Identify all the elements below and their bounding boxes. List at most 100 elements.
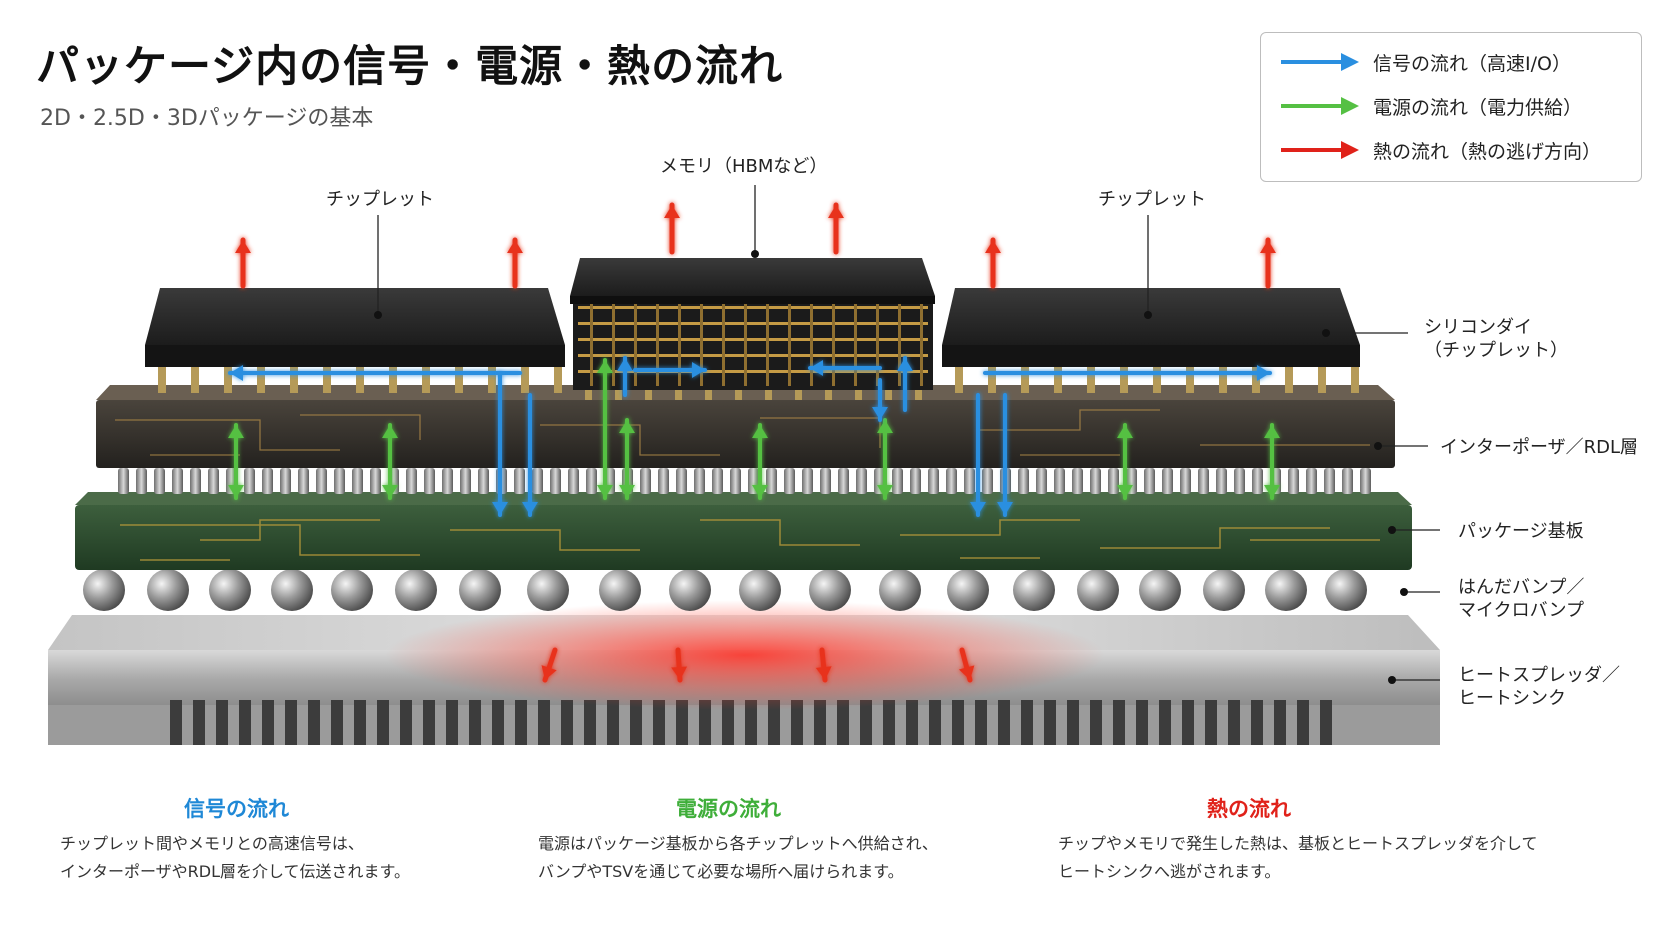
power-arrow-head (877, 485, 893, 498)
solder-ball (83, 569, 125, 611)
heatsink-fin (584, 700, 596, 745)
micro-bump (676, 468, 687, 494)
heatsink-fin (1067, 700, 1079, 745)
micro-bump (370, 468, 381, 494)
solder-ball (809, 569, 851, 611)
micro-bump (1234, 468, 1245, 494)
power-arrow (1117, 423, 1133, 500)
signal-arrow (492, 371, 508, 517)
hbm-tsv (612, 304, 615, 386)
heatsink-fin (906, 700, 918, 745)
interposer-traces (115, 409, 1370, 456)
heat-arrow-up-head (1260, 240, 1276, 253)
legend-item-heat: 熱の流れ（熱の逃げ方向） (1279, 135, 1601, 165)
chip-pin (1318, 367, 1326, 393)
signal-arrow-head (897, 358, 913, 371)
solder-ball (331, 569, 373, 611)
label-silicon-die: シリコンダイ （チップレット） (1424, 316, 1568, 363)
heatsink-fin (1297, 700, 1309, 745)
power-arrow-head (619, 420, 635, 433)
chip-pin (1285, 367, 1293, 393)
heatsink-fin (193, 700, 205, 745)
heatsink-fin (860, 700, 872, 745)
label-line: シリコンダイ (1424, 317, 1532, 338)
heatsink-fin (331, 700, 343, 745)
micro-bump-pillars (118, 468, 1371, 494)
signal-arrow (617, 356, 633, 397)
micro-bump (460, 468, 471, 494)
micro-bump (262, 468, 273, 494)
heatsink-fin (883, 700, 895, 745)
chip-pin (1120, 367, 1128, 393)
signal-arrow-head (970, 502, 986, 515)
interposer (96, 385, 1395, 468)
heat-heading: 熱の流れ (1207, 797, 1291, 821)
label-substrate: パッケージ基板 (1458, 521, 1584, 542)
chip-pin (422, 367, 430, 393)
micro-bump (856, 468, 867, 494)
heatsink-fin (538, 700, 550, 745)
hbm-layers (578, 304, 928, 386)
heat-arrow-up-head (235, 240, 251, 253)
micro-bump (640, 468, 651, 494)
heat-arrow-down-head (541, 665, 557, 680)
heatsink-fin (354, 700, 366, 745)
micro-bump (838, 468, 849, 494)
micro-bump (1216, 468, 1227, 494)
solder-ball (1203, 569, 1245, 611)
signal-arrow (522, 393, 538, 517)
heat-arrow-up (985, 237, 1001, 289)
signal-arrow-head (997, 502, 1013, 515)
micro-bump (658, 468, 669, 494)
solder-ball (947, 569, 989, 611)
micro-bump (712, 468, 723, 494)
heatsink-fin (768, 700, 780, 745)
flow-arrows (228, 202, 1280, 683)
micro-bump (1288, 468, 1299, 494)
heatsink-fin (814, 700, 826, 745)
solder-balls (83, 569, 1367, 611)
signal-arrow-head (230, 365, 243, 381)
micro-bump (442, 468, 453, 494)
micro-bump (1144, 468, 1155, 494)
power-description: 電源はパッケージ基板から各チップレットへ供給され、 バンプやTSVを通じて必要な… (538, 830, 938, 886)
chip-pin (1219, 367, 1227, 393)
micro-bump (694, 468, 705, 494)
micro-bump (550, 468, 561, 494)
chip-pin (1153, 367, 1161, 393)
micro-bump (514, 468, 525, 494)
hbm-tsv (634, 304, 637, 386)
chip-pin (735, 390, 742, 400)
chip-pin (158, 367, 166, 393)
signal-arrow-head (810, 360, 823, 376)
micro-bump (136, 468, 147, 494)
chip-pin (1186, 367, 1194, 393)
solder-ball (879, 569, 921, 611)
substrate-traces (120, 519, 1380, 561)
signal-arrow-head (692, 362, 705, 378)
micro-bump (946, 468, 957, 494)
chip-pin (1252, 367, 1260, 393)
power-arrow-head (228, 425, 244, 438)
signal-description: チップレット間やメモリとの高速信号は、 インターポーザやRDL層を介して伝送され… (60, 830, 410, 886)
heatsink-fin (170, 700, 182, 745)
micro-bump (316, 468, 327, 494)
solder-ball (1013, 569, 1055, 611)
heatsink-fin (837, 700, 849, 745)
package-substrate (75, 492, 1412, 570)
legend: 信号の流れ（高速I/O） 電源の流れ（電力供給） 熱の流れ（熱の逃げ方向） (1260, 32, 1642, 182)
micro-bump (964, 468, 975, 494)
hbm-tsv (854, 304, 857, 386)
micro-bump (118, 468, 129, 494)
micro-bump (478, 468, 489, 494)
label-bump: はんだバンプ／ マイクロバンプ (1458, 576, 1584, 623)
power-arrow-head (382, 425, 398, 438)
label-interposer: インターポーザ／RDL層 (1440, 437, 1639, 458)
heatsink-fin (400, 700, 412, 745)
chip-pin (645, 390, 652, 400)
heatsink-fin (239, 700, 251, 745)
heat-arrow-up-head (828, 205, 844, 218)
desc-line: チップやメモリで発生した熱は、基板とヒートスプレッダを介して (1058, 834, 1538, 853)
chip-pin (257, 367, 265, 393)
signal-arrow (228, 365, 522, 381)
